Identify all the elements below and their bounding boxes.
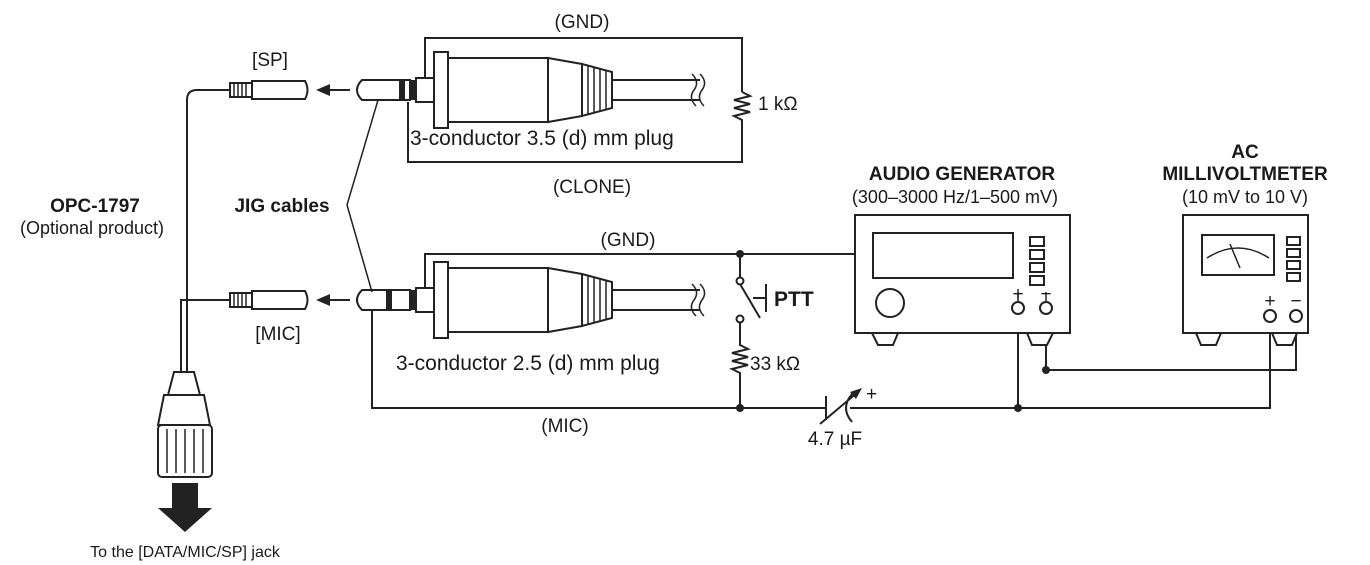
plug-35mm	[356, 51, 706, 129]
down-arrow-icon	[158, 483, 212, 532]
capacitor-label: 4.7 µF	[808, 429, 862, 450]
connection-arrows	[316, 84, 350, 306]
sp-label: [SP]	[252, 50, 288, 71]
gnd-top-label: (GND)	[555, 12, 610, 33]
mic-jack-label: [MIC]	[255, 324, 300, 345]
audio-generator-range: (300–3000 Hz/1–500 mV)	[852, 187, 1058, 207]
millivoltmeter-title-1: AC	[1231, 142, 1259, 163]
audio-generator-minus: −	[1040, 284, 1051, 305]
ac-millivoltmeter	[1182, 214, 1309, 346]
capacitor-plus: +	[866, 384, 877, 405]
ptt-label: PTT	[774, 288, 814, 311]
gnd-bottom-label: (GND)	[601, 230, 656, 251]
clone-label: (CLONE)	[553, 177, 631, 198]
top-plug-wiring	[407, 37, 753, 163]
data-mic-sp-connector	[156, 371, 213, 478]
audio-generator	[854, 214, 1071, 346]
to-jack-label: To the [DATA/MIC/SP] jack	[90, 544, 281, 561]
jig-cables-label: JIG cables	[234, 196, 329, 217]
opc-note: (Optional product)	[20, 218, 164, 238]
mic-jack-connector	[229, 290, 309, 310]
plug-35mm-label: 3-conductor 3.5 (d) mm plug	[410, 127, 674, 150]
mic-line-label: (MIC)	[541, 416, 588, 437]
jig-cables-pointer	[346, 99, 379, 293]
plug-25mm-label: 3-conductor 2.5 (d) mm plug	[396, 352, 660, 375]
millivoltmeter-range: (10 mV to 10 V)	[1182, 187, 1308, 207]
plug-25mm	[356, 261, 706, 339]
audio-generator-plus: +	[1012, 284, 1023, 305]
millivoltmeter-title-2: MILLIVOLTMETER	[1162, 164, 1328, 185]
audio-generator-knob	[875, 288, 905, 318]
opc-name: OPC-1797	[50, 196, 140, 217]
audio-generator-title: AUDIO GENERATOR	[869, 164, 1055, 185]
resistor-1k-label: 1 kΩ	[758, 94, 798, 115]
resistor-33k-label: 33 kΩ	[750, 354, 800, 375]
millivoltmeter-minus: −	[1290, 291, 1301, 312]
millivoltmeter-plus: +	[1264, 291, 1275, 312]
sp-jack-connector	[229, 80, 309, 100]
opc-1797-cable	[156, 80, 309, 532]
